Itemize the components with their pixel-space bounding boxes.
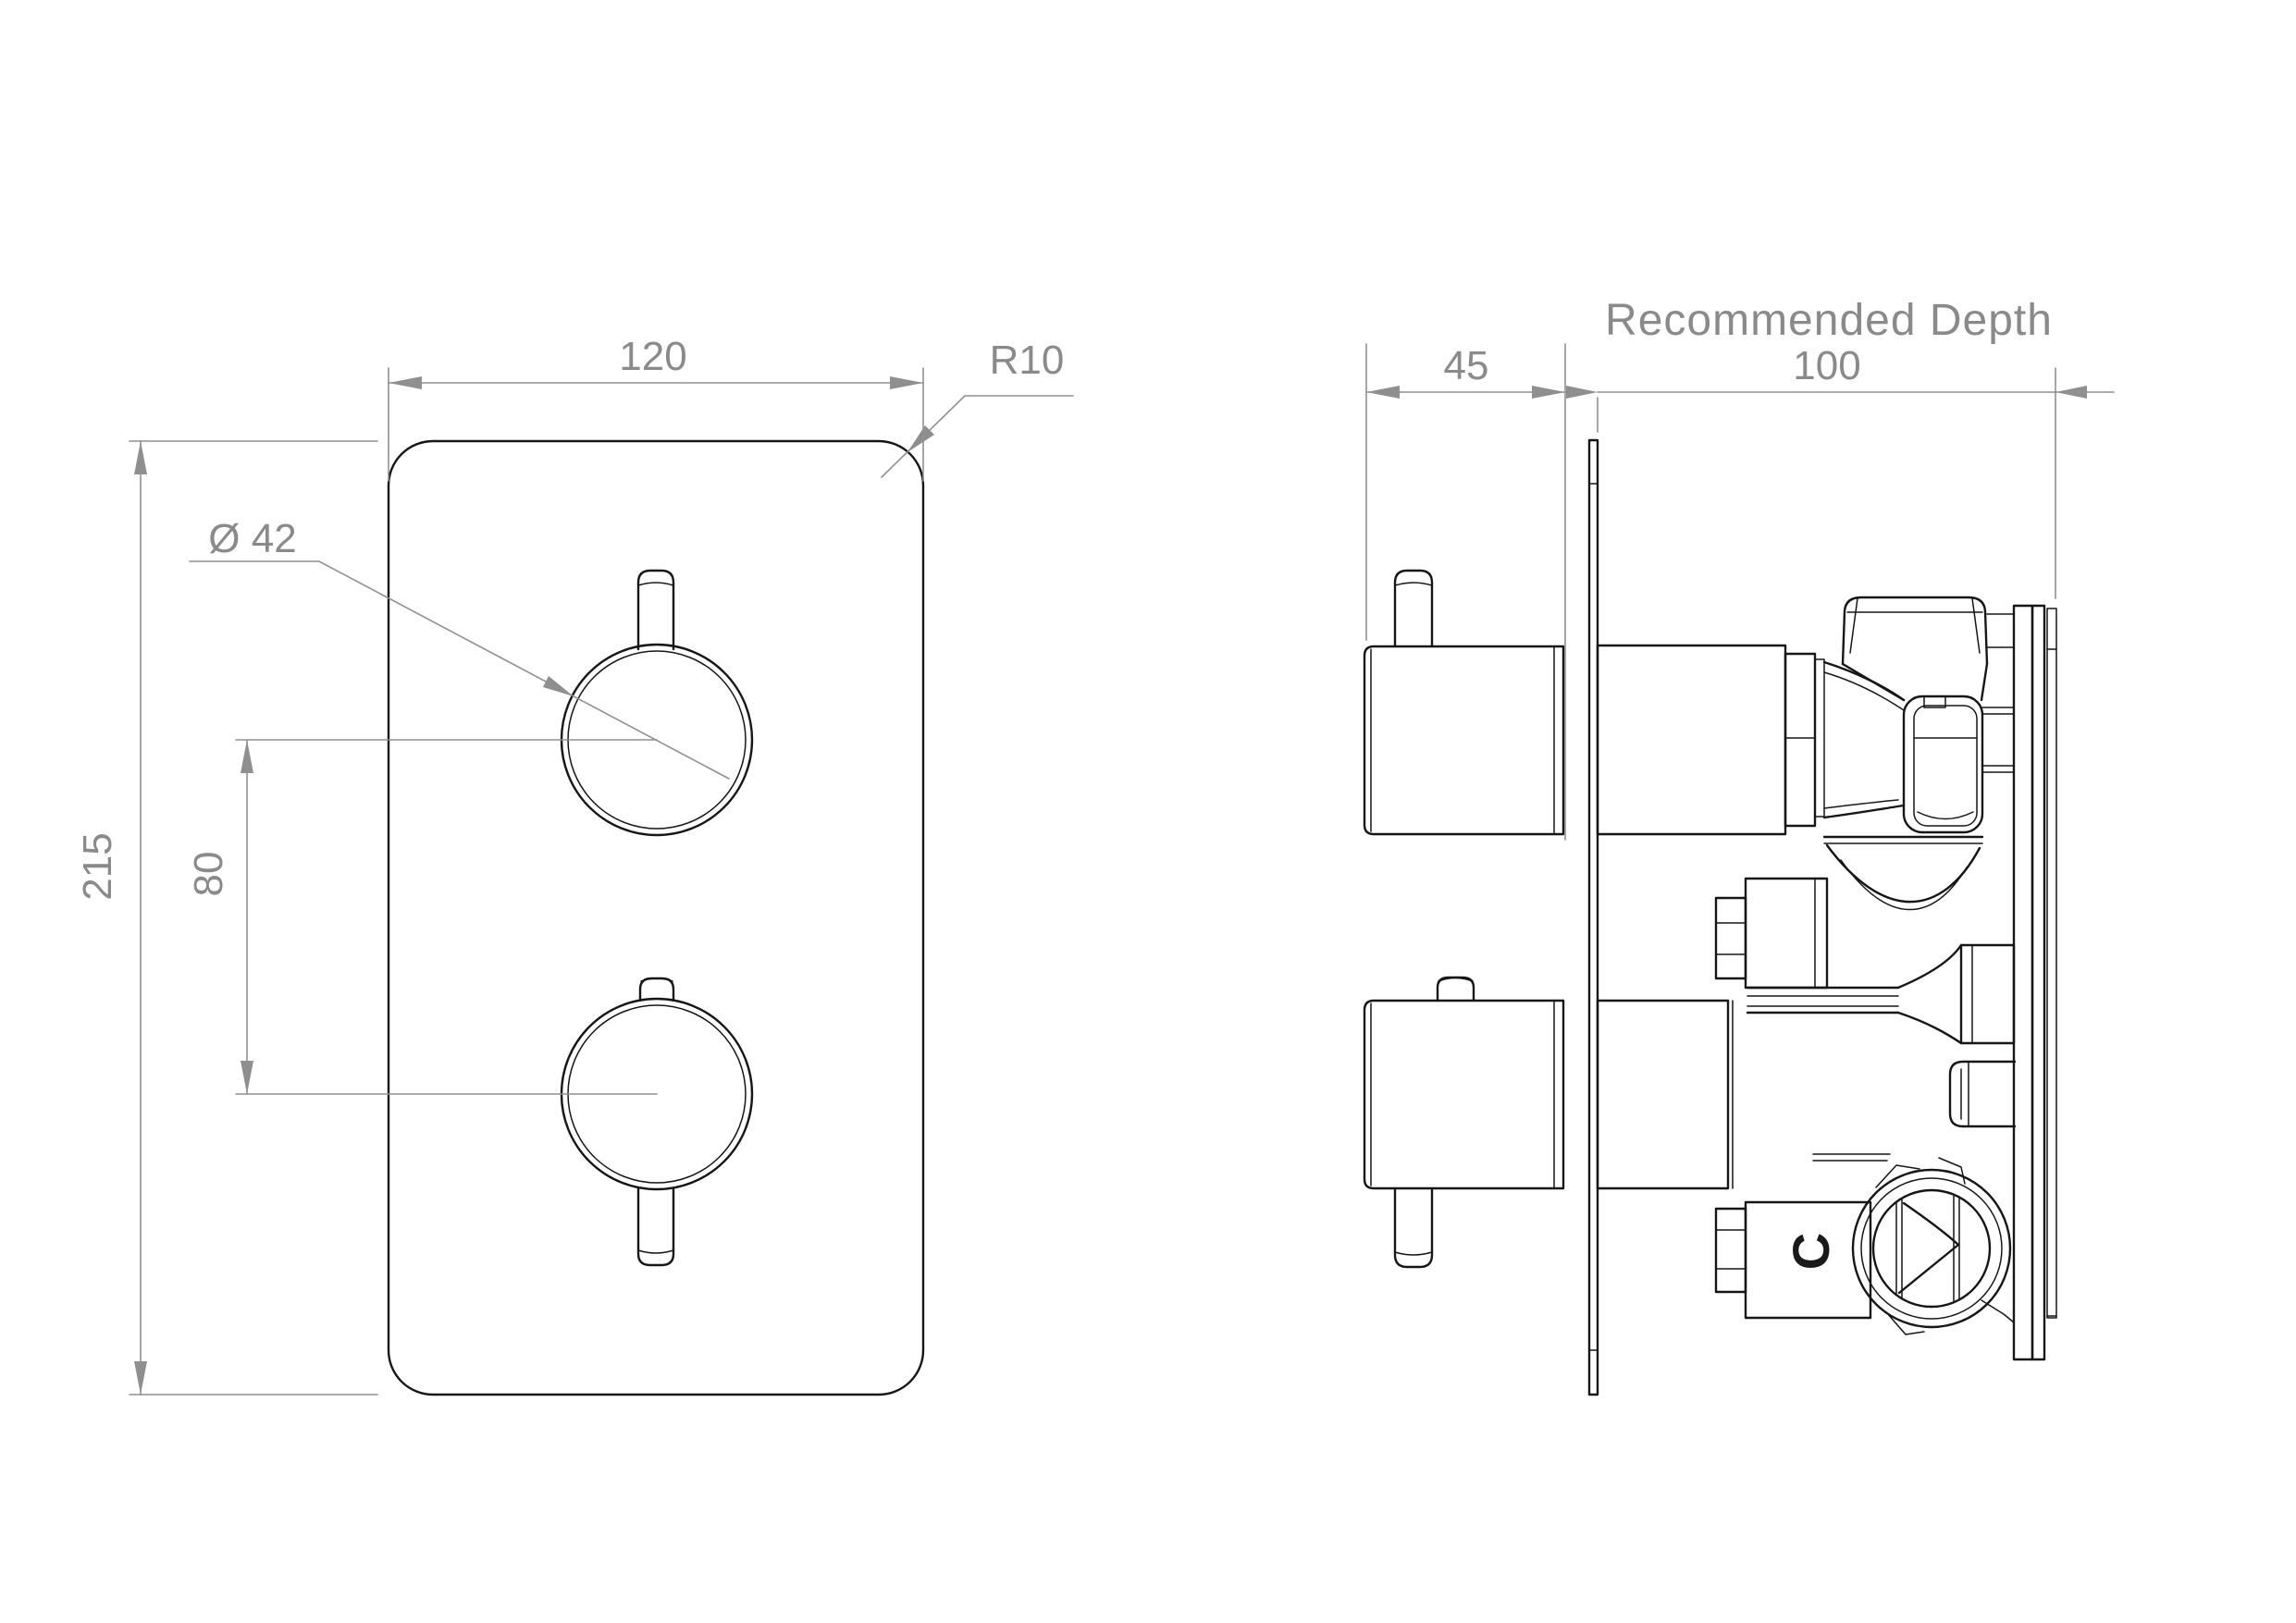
front-width-label: 120 [619,334,686,379]
side-mid-hex-union [1714,877,1829,990]
knob-spacing-label: 80 [186,852,231,897]
side-wall-plate [1587,438,1599,1396]
side-lower-lever [1393,1188,1434,1269]
side-upper-funnel [1822,660,1906,819]
handle-depth-label: 45 [1444,343,1489,388]
side-lower-handle-body [1363,999,1565,1190]
dim-knob-diameter: Ø 42 [189,516,730,780]
side-mid-body [1822,835,1984,911]
corner-radius-label: R10 [990,338,1065,383]
front-lower-stub [638,977,675,1002]
arrowhead [907,425,934,452]
side-bottom-square-port [1948,1060,2017,1128]
recommended-depth-label: 100 [1793,343,1860,388]
front-upper-lever [636,569,675,651]
dim-handle-depth: 45 [1365,343,1566,841]
arrowhead [1566,386,1598,399]
dim-corner-radius: R10 [881,338,1074,478]
knob-diameter-label: Ø 42 [208,516,296,561]
front-view: 120 215 80 Ø 42 [75,334,1074,1396]
front-plate-outline [387,439,925,1396]
dim-recommended-depth: 100 [1566,343,2115,599]
side-lower-hex-union: C [1714,1153,1891,1320]
arrowhead [134,441,147,474]
arrowhead [2055,386,2087,399]
dim-front-width: 120 [388,334,924,482]
side-lower-cartridge [1596,999,1734,1190]
side-upper-handle-body [1363,645,1565,836]
side-port-window [1902,695,2015,834]
arrowhead [241,1061,253,1094]
arrowhead [134,1361,147,1395]
side-view: C [1363,296,2115,1396]
side-lower-stub [1436,976,1475,1002]
arrowhead [1532,386,1565,399]
arrowhead [1366,386,1400,399]
dim-knob-spacing: 80 [186,739,658,1095]
side-bottom-circular-port [1851,1157,2015,1335]
side-mid-outlet [1746,943,2016,1045]
arrowhead [241,740,253,773]
side-upper-cartridge [1596,644,1825,836]
arrowhead [890,376,923,389]
recommended-depth-heading: Recommended Depth [1605,296,2053,345]
side-upper-lever [1393,569,1434,648]
front-height-label: 215 [75,832,120,900]
arrowhead [389,376,422,389]
front-lower-lever [636,1187,675,1267]
side-mounting-bracket [2012,604,2057,1361]
arrowhead [543,676,574,696]
side-top-port [1841,596,2015,702]
body-marking-letter: C [1782,1233,1840,1270]
dim-front-height: 215 [75,440,378,1396]
